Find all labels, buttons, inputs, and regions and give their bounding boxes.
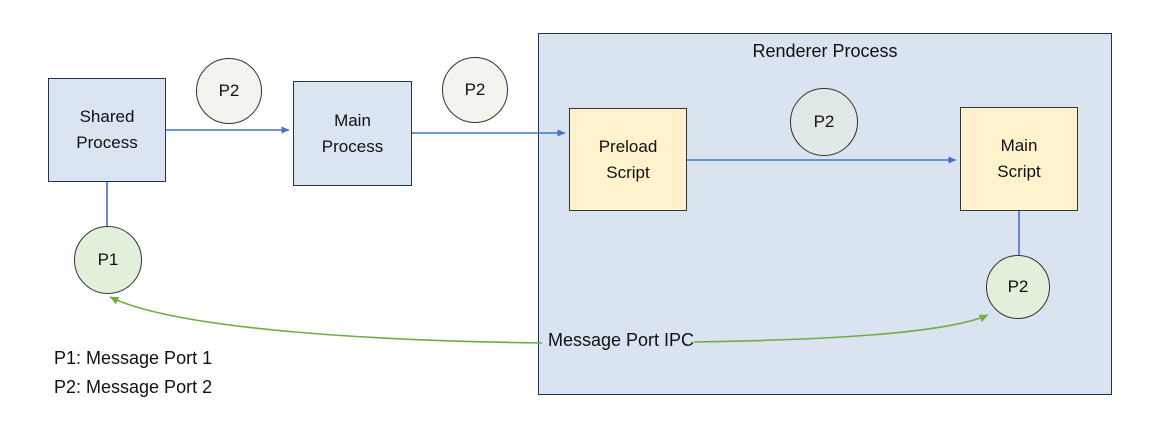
message-port-ipc-label: Message Port IPC [548,330,695,350]
port-circle-p2-main-renderer: P2 [442,57,508,123]
legend-line-p1: P1: Message Port 1 [54,348,213,368]
shared-process-label-line1: Shared [79,107,135,126]
main-process-label-line2: Process [321,136,384,156]
preload-script-label-line1: Preload [598,136,658,156]
main-process-label-line1: Main [334,110,371,130]
arrow-ipc-to-p1 [109,296,543,344]
port-circle-p1-shared: P1 [74,226,142,294]
legend-line-p2: P2: Message Port 2 [54,377,213,397]
main-process-box: Main Process [293,81,412,186]
preload-script-label-line2: Script [606,162,650,182]
main-script-label-line1: Main [1000,136,1038,155]
preload-script-box: Preload Script [569,108,687,211]
main-script-box: Main Script [960,107,1078,211]
renderer-process-title: Renderer Process [752,41,898,61]
main-script-label-line2: Script [997,162,1041,181]
port-circle-p2-mainscript: P2 [986,255,1050,319]
shared-process-box: Shared Process [48,78,166,182]
port-circle-p2-shared-main: P2 [196,58,262,124]
shared-process-label-line2: Process [76,133,138,152]
legend: P1: Message Port 1 P2: Message Port 2 [54,344,212,402]
port-circle-p2-preload-mainscript: P2 [790,88,858,156]
